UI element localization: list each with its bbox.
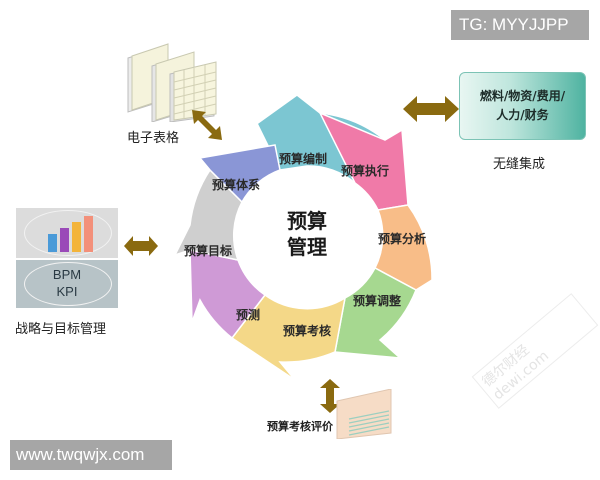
- center-line-1: 预算: [287, 209, 327, 233]
- integration-line-1: 燃料/物资/费用/: [479, 89, 566, 103]
- integration-line-2: 人力/财务: [496, 108, 549, 122]
- double-arrow-icon: [192, 110, 222, 140]
- watermark-url: www.twqwjx.com: [10, 440, 172, 470]
- bar-icon: [84, 216, 93, 252]
- double-arrow-icon: [320, 379, 340, 413]
- center-title: 预算 管理: [262, 208, 352, 260]
- chart-panel: [16, 208, 118, 258]
- strategy-label: 战略与目标管理: [15, 322, 107, 337]
- step-label-budget-system: 预算体系: [212, 178, 261, 192]
- kpi-panel: BPM KPI: [16, 260, 118, 308]
- step-label-budget-execute: 预算执行: [341, 164, 390, 178]
- center-line-2: 管理: [287, 235, 327, 259]
- step-label-budget-analysis: 预算分析: [378, 232, 427, 246]
- step-label-budget-assess: 预算考核: [283, 324, 332, 338]
- evaluation-label: 预算考核评价: [267, 420, 333, 433]
- step-label-budget-compile: 预算编制: [279, 152, 328, 166]
- evaluation-document-icon: [336, 389, 392, 439]
- spreadsheet-icon: [127, 43, 217, 122]
- segment-forecast: [189, 249, 267, 340]
- segment-budget-adjust: [334, 266, 417, 359]
- bpm-text: BPM: [52, 267, 82, 282]
- segment-budget-system: [198, 144, 281, 204]
- integration-box: 燃料/物资/费用/ 人力/财务: [459, 72, 586, 140]
- bar-icon: [60, 228, 69, 252]
- bar-icon: [48, 234, 57, 252]
- oval-decoration: [24, 262, 112, 306]
- spreadsheet-label: 电子表格: [127, 131, 180, 146]
- step-label-budget-target: 预算目标: [184, 244, 233, 258]
- kpi-text: KPI: [56, 284, 78, 299]
- ring-center: [237, 168, 377, 308]
- budget-cycle-ring: [173, 94, 433, 380]
- bar-icon: [72, 222, 81, 252]
- integration-label: 无缝集成: [493, 157, 546, 172]
- faint-stamp-watermark: 德尔财经 dewi.com: [471, 293, 599, 409]
- step-label-budget-adjust: 预算调整: [353, 294, 402, 308]
- oval-decoration: [24, 210, 112, 256]
- watermark-tg: TG: MYYJJPP: [451, 10, 589, 40]
- double-arrow-icon: [403, 96, 459, 122]
- segment-budget-execute: [318, 111, 409, 211]
- integration-text: 燃料/物资/费用/ 人力/财务: [460, 87, 585, 125]
- double-arrow-icon: [124, 236, 158, 256]
- step-label-forecast: 预测: [236, 308, 261, 322]
